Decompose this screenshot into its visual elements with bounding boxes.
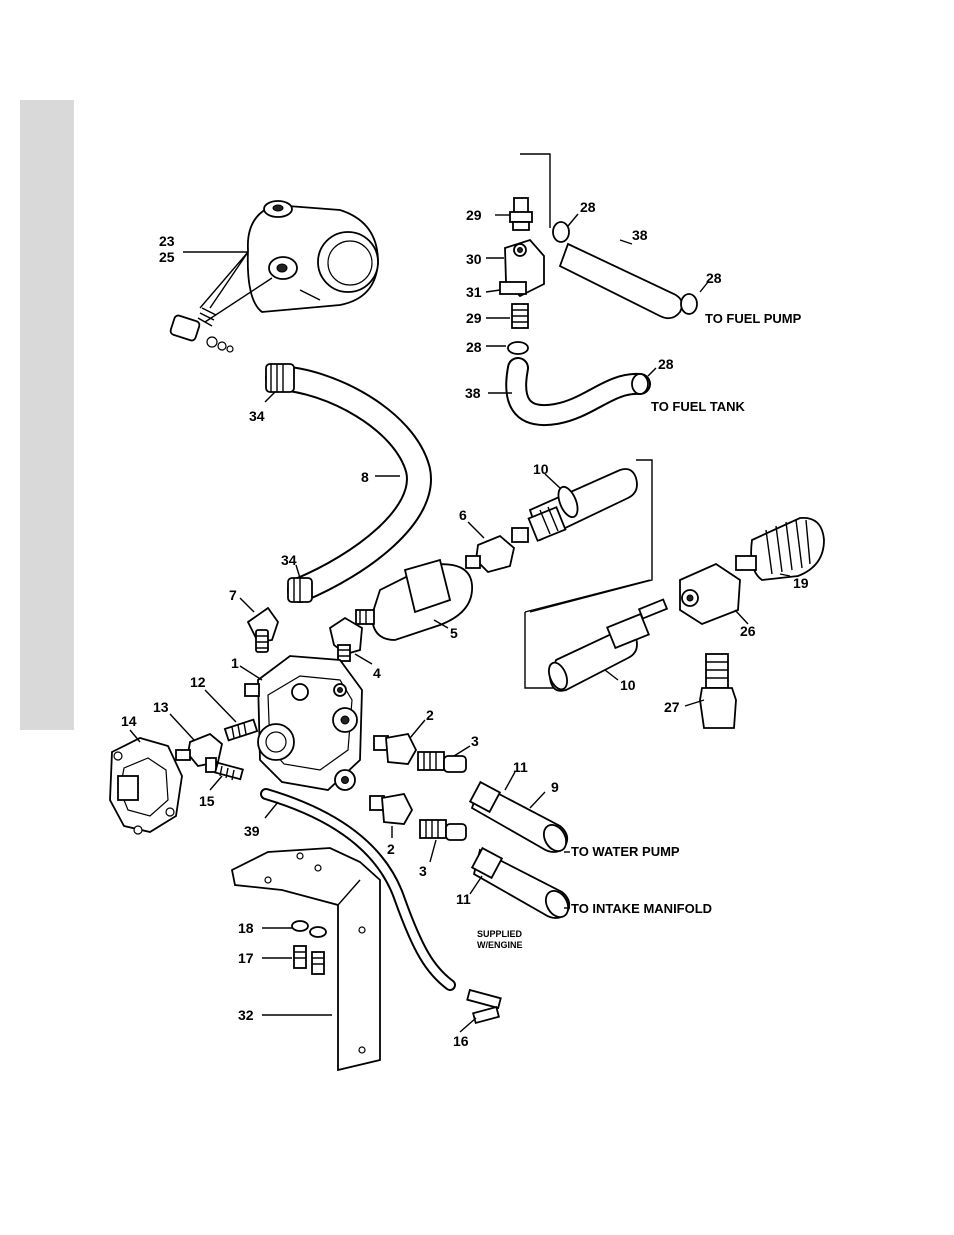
- label-28-c: 28: [466, 339, 482, 355]
- label-28-d: 28: [658, 356, 674, 372]
- label-17: 17: [238, 950, 254, 966]
- note-to-fuel-pump: TO FUEL PUMP: [705, 311, 802, 326]
- label-27: 27: [664, 699, 680, 715]
- label-3-lower: 3: [419, 863, 427, 879]
- label-32: 32: [238, 1007, 254, 1023]
- label-14: 14: [121, 713, 137, 729]
- elbow-7: [248, 608, 278, 652]
- label-10-top: 10: [533, 461, 549, 477]
- fitting-29-lower: [512, 304, 528, 328]
- label-16: 16: [453, 1033, 469, 1049]
- label-13: 13: [153, 699, 169, 715]
- screws-17-18: [292, 921, 326, 974]
- label-4: 4: [373, 665, 381, 681]
- part-labels: 23 25 34 8 34 7 1 12 13 14 15 39 4 5 6 1…: [121, 199, 809, 1049]
- label-10-bottom: 10: [620, 677, 636, 693]
- label-25: 25: [159, 249, 175, 265]
- label-23: 23: [159, 233, 175, 249]
- fitting-29-upper: [510, 198, 532, 230]
- label-3-upper: 3: [471, 733, 479, 749]
- tee-26: [680, 564, 740, 624]
- knob-19: [736, 518, 824, 580]
- fitting-2-upper: [374, 734, 416, 764]
- label-34-bottom: 34: [281, 552, 297, 568]
- label-11-upper: 11: [513, 759, 528, 775]
- label-38-upper: 38: [632, 227, 648, 243]
- label-11-lower: 11: [456, 891, 471, 907]
- label-18: 18: [238, 920, 254, 936]
- note-supplied-line1: SUPPLIED: [477, 929, 523, 939]
- label-34-top: 34: [249, 408, 265, 424]
- fitting-15: [215, 763, 243, 780]
- label-28-a: 28: [580, 199, 596, 215]
- label-31: 31: [466, 284, 482, 300]
- label-8: 8: [361, 469, 369, 485]
- label-39: 39: [244, 823, 260, 839]
- label-2-upper: 2: [426, 707, 434, 723]
- hose-38-upper: [560, 244, 682, 318]
- label-7: 7: [229, 587, 237, 603]
- label-9: 9: [551, 779, 559, 795]
- label-38-lower: 38: [465, 385, 481, 401]
- regulator-1: [245, 656, 362, 790]
- label-1: 1: [231, 655, 239, 671]
- fitting-27: [700, 654, 736, 728]
- label-15: 15: [199, 793, 215, 809]
- label-19: 19: [793, 575, 809, 591]
- nipple-12: [225, 720, 257, 741]
- label-12: 12: [190, 674, 206, 690]
- shutoff-valve-30: [500, 240, 544, 296]
- clamp-28-a: [508, 342, 528, 354]
- clamp-28-d: [632, 374, 648, 394]
- note-to-fuel-tank: TO FUEL TANK: [651, 399, 746, 414]
- hose-10-upper: [529, 469, 637, 541]
- fitting-3-upper: [418, 752, 466, 772]
- tee-13: [176, 734, 222, 772]
- note-to-water-pump: TO WATER PUMP: [571, 844, 680, 859]
- label-29-lower: 29: [466, 310, 482, 326]
- note-to-intake-manifold: TO INTAKE MANIFOLD: [571, 901, 712, 916]
- note-supplied-line2: W/ENGINE: [477, 940, 523, 950]
- hose-10-lower: [545, 599, 667, 691]
- clamp-28-b: [553, 222, 569, 242]
- hose-manifold: [472, 848, 573, 921]
- label-2-lower: 2: [387, 841, 395, 857]
- label-6: 6: [459, 507, 467, 523]
- fitting-16: [467, 990, 500, 1023]
- label-26: 26: [740, 623, 756, 639]
- clamp-28-c: [681, 294, 697, 314]
- fitting-2-lower: [370, 794, 412, 824]
- hose-38-lower: [516, 368, 640, 415]
- label-30: 30: [466, 251, 482, 267]
- fitting-3-lower: [420, 820, 466, 840]
- governor-14: [110, 738, 182, 834]
- label-28-b: 28: [706, 270, 722, 286]
- governor-housing: [248, 201, 378, 312]
- label-29-upper: 29: [466, 207, 482, 223]
- fitting-6: [466, 528, 528, 572]
- label-5: 5: [450, 625, 458, 641]
